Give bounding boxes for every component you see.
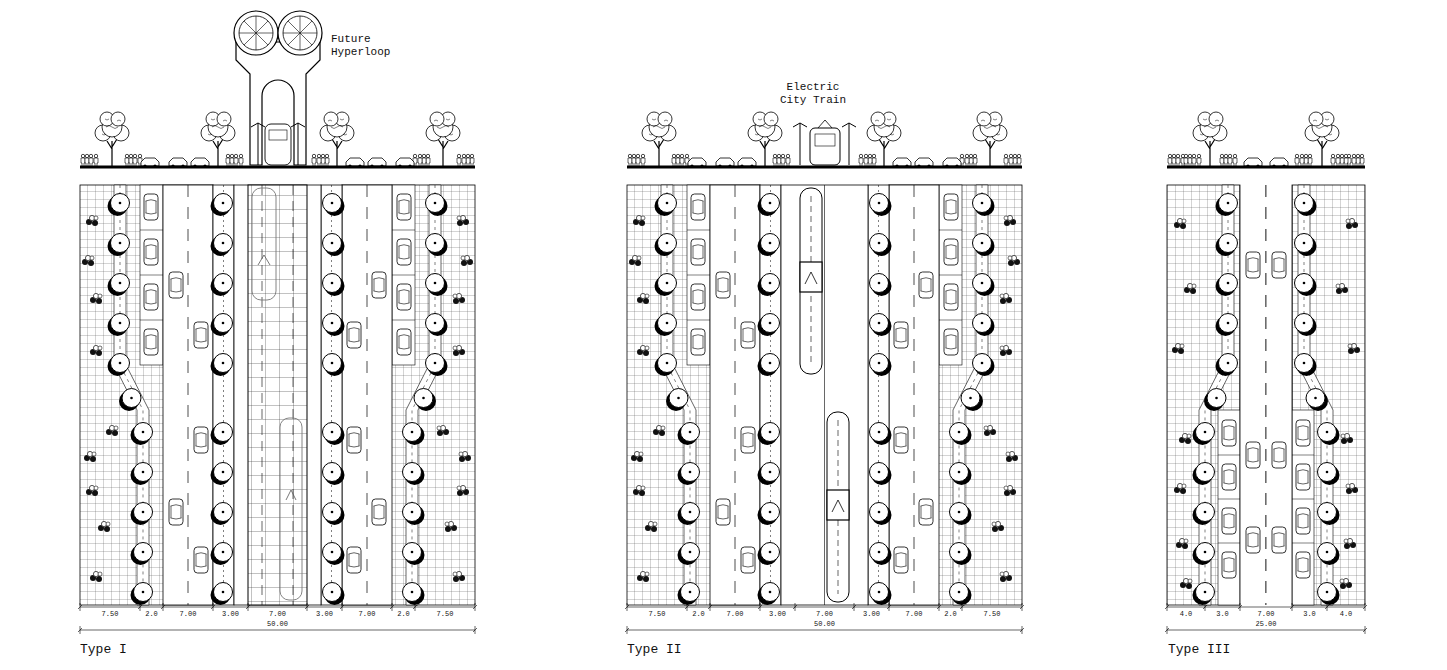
type3-left-half bbox=[1167, 112, 1266, 605]
drawing-part bbox=[248, 185, 307, 605]
system-label: Future Hyperloop bbox=[331, 33, 395, 59]
total-dimension: 50.00 bbox=[814, 620, 835, 628]
ground-line bbox=[1167, 166, 1365, 169]
train-corridor bbox=[781, 185, 868, 605]
type-label: Type III bbox=[1168, 642, 1230, 658]
dimension-value: 7.00 bbox=[816, 610, 833, 618]
dimension-value: 7.50 bbox=[984, 610, 1001, 618]
drawing-part bbox=[805, 272, 817, 284]
dimension-value: 3.00 bbox=[222, 610, 239, 618]
system-label: Electric City Train bbox=[776, 81, 850, 107]
drawing-part bbox=[291, 123, 305, 165]
dimension-value: 7.00 bbox=[1258, 610, 1275, 618]
drawing-part bbox=[280, 418, 302, 600]
drawing-part bbox=[810, 128, 840, 165]
drawing-part bbox=[627, 112, 790, 605]
drawing-part bbox=[251, 123, 265, 165]
type1-right-half bbox=[312, 112, 475, 605]
drawing-part bbox=[827, 412, 849, 602]
type2-sides bbox=[627, 112, 1022, 605]
total-dimension: 50.00 bbox=[267, 620, 288, 628]
dimension-value: 3.0 bbox=[1303, 610, 1316, 618]
drawing-part bbox=[859, 112, 1022, 605]
drawing-part bbox=[239, 16, 273, 50]
type-label: Type II bbox=[627, 642, 682, 658]
drawing-part bbox=[800, 262, 822, 292]
drawing-part bbox=[258, 255, 296, 500]
drawing-part bbox=[818, 120, 832, 128]
dimension-line bbox=[78, 603, 477, 634]
type-label: Type I bbox=[80, 642, 127, 658]
hyperloop-corridor bbox=[234, 185, 321, 605]
drawing-part bbox=[265, 124, 291, 165]
drawing-part bbox=[234, 11, 278, 55]
dimension-value: 7.00 bbox=[180, 610, 197, 618]
dimension-value: 2.0 bbox=[692, 610, 705, 618]
dimension-value: 2.0 bbox=[397, 610, 410, 618]
total-dimension: 25.00 bbox=[1255, 620, 1276, 628]
dimension-value: 2.0 bbox=[145, 610, 158, 618]
drawing-part bbox=[252, 188, 276, 300]
dimension-value: 3.00 bbox=[769, 610, 786, 618]
dimension-value: 7.00 bbox=[727, 610, 744, 618]
type1-left-half bbox=[80, 112, 243, 605]
drawing-part bbox=[239, 16, 273, 50]
dimension-value: 2.0 bbox=[944, 610, 957, 618]
train-section bbox=[793, 120, 856, 165]
dimension-value: 3.00 bbox=[863, 610, 880, 618]
drawing-part bbox=[283, 16, 317, 50]
dimension-value: 7.50 bbox=[437, 610, 454, 618]
dimension-value: 7.00 bbox=[359, 610, 376, 618]
drawing-part bbox=[793, 123, 807, 165]
hyperloop-section bbox=[234, 11, 322, 165]
drawing-part bbox=[781, 185, 868, 605]
ground-line bbox=[80, 166, 475, 169]
dimension-line bbox=[1165, 603, 1367, 634]
drawing-part bbox=[842, 123, 856, 165]
drawing-part bbox=[234, 185, 321, 605]
drawing-part bbox=[269, 130, 287, 140]
dimension-value: 7.00 bbox=[269, 610, 286, 618]
dimension-value: 4.0 bbox=[1340, 610, 1353, 618]
drawing-part bbox=[815, 134, 835, 146]
dimension-value: 4.0 bbox=[1180, 610, 1193, 618]
type3-right-half bbox=[1266, 112, 1365, 605]
ground-line bbox=[627, 166, 1022, 169]
dimension-value: 7.50 bbox=[649, 610, 666, 618]
drawing-part bbox=[283, 16, 317, 50]
dimension-line bbox=[625, 603, 1024, 634]
dimension-value: 7.50 bbox=[102, 610, 119, 618]
drawing-part bbox=[800, 188, 822, 374]
drawing-part bbox=[262, 185, 293, 605]
dimension-value: 7.00 bbox=[906, 610, 923, 618]
drawing-part bbox=[824, 185, 825, 605]
dimension-value: 3.00 bbox=[316, 610, 333, 618]
dimension-value: 3.0 bbox=[1216, 610, 1229, 618]
drawing-part bbox=[236, 42, 320, 165]
drawing-part bbox=[832, 500, 844, 512]
drawing-part bbox=[278, 11, 322, 55]
drawing-part bbox=[827, 490, 849, 520]
